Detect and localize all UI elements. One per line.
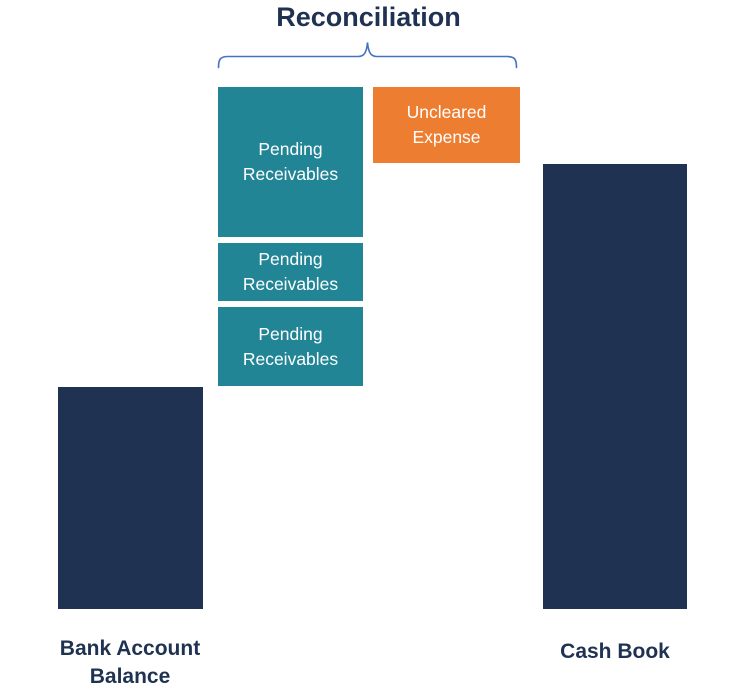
cash-book-bar — [543, 164, 687, 609]
pending-receivables-block-3: Pending Receivables — [218, 307, 363, 386]
pending-receivables-block-1: Pending Receivables — [218, 87, 363, 237]
uncleared-expense-block: Uncleared Expense — [373, 87, 520, 163]
curly-brace-icon — [217, 42, 518, 69]
diagram-title: Reconciliation — [276, 2, 461, 32]
pending-receivables-label-2: Pending Receivables — [242, 249, 339, 294]
cash-book-label: Cash Book — [560, 640, 670, 663]
bank-account-balance-label: Bank Account Balance — [59, 637, 201, 688]
pending-receivables-block-2: Pending Receivables — [218, 243, 363, 301]
pending-receivables-label-3: Pending Receivables — [242, 323, 339, 369]
uncleared-expense-label: Uncleared Expense — [406, 102, 487, 147]
pending-receivables-label-1: Pending Receivables — [242, 139, 339, 184]
bank-account-balance-bar — [58, 387, 203, 609]
